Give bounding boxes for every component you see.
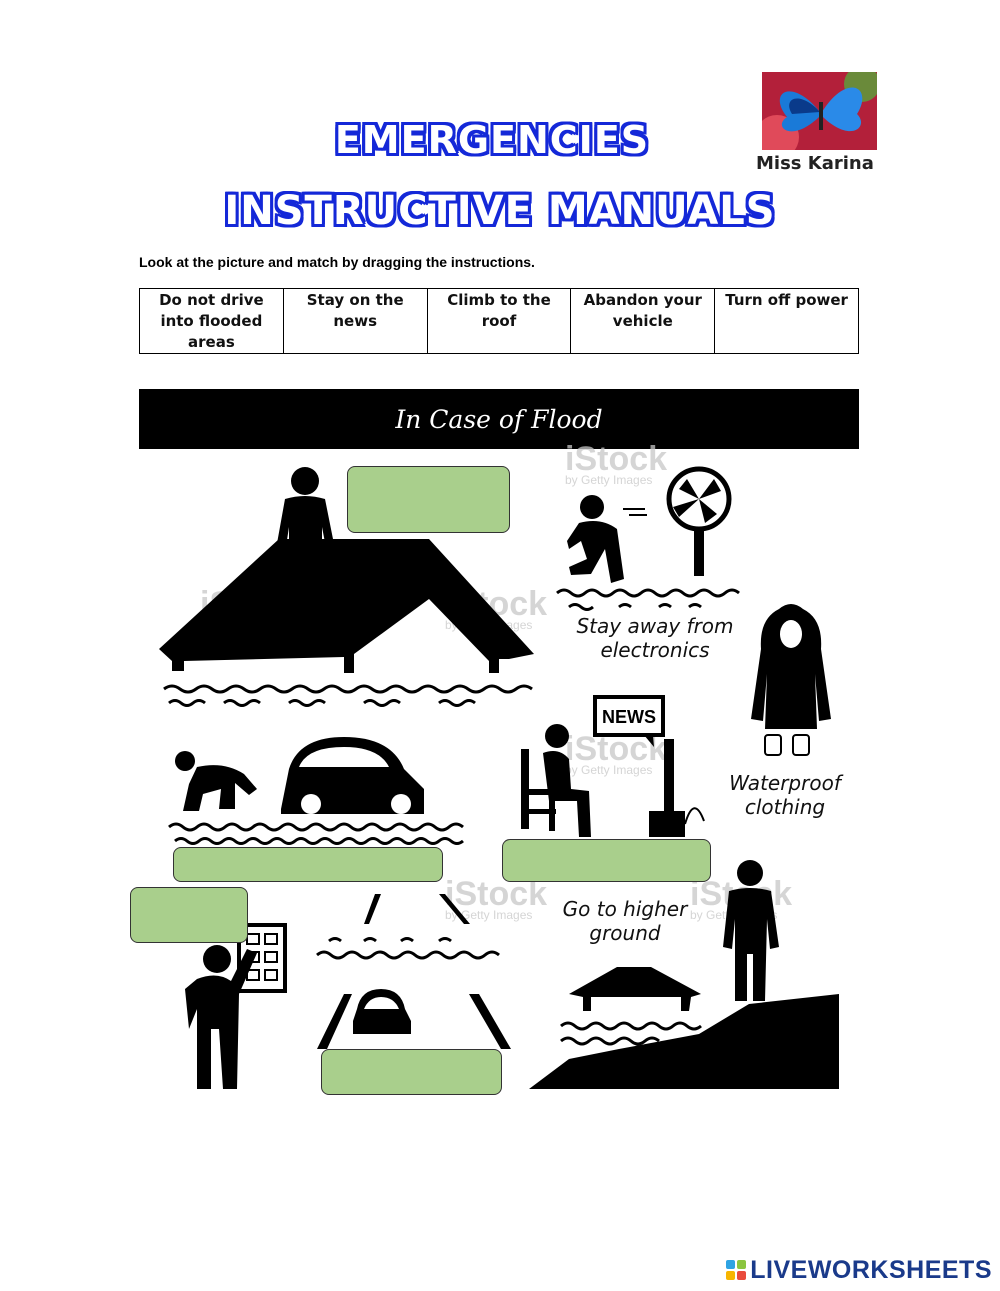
caption-electronics: Stay away from electronics: [576, 614, 734, 662]
drop-zone-vehicle[interactable]: [173, 847, 443, 882]
word-bank-item[interactable]: Climb to the roof: [426, 288, 572, 354]
word-bank-item[interactable]: Abandon your vehicle: [570, 288, 716, 354]
news-scene: [521, 695, 705, 837]
word-bank-item[interactable]: Turn off power: [714, 288, 859, 354]
liveworksheets-icon: [726, 1260, 747, 1280]
drop-zone-flooded-areas[interactable]: [321, 1049, 502, 1095]
car-scene: [175, 737, 424, 814]
title-line-2: INSTRUCTIVE MANUALS: [224, 188, 776, 234]
butterfly-photo: [762, 72, 877, 150]
drop-zone-power[interactable]: [130, 887, 248, 943]
word-bank-table: Do not drive into flooded areas Stay on …: [139, 288, 859, 354]
electronics-scene: [567, 466, 732, 583]
news-label: NEWS: [602, 707, 656, 727]
instruction-text: Look at the picture and match by draggin…: [139, 254, 535, 270]
word-bank-item[interactable]: Do not drive into flooded areas: [139, 288, 284, 354]
flood-illustration: NEWS: [159, 466, 839, 1089]
panel-header: In Case of Flood: [139, 389, 859, 449]
higher-ground-scene: [529, 860, 839, 1089]
drop-zone-roof[interactable]: [347, 466, 510, 533]
author-name: Miss Karina: [756, 153, 874, 174]
caption-higher-ground: Go to higher ground: [562, 897, 688, 945]
roof-scene: [159, 467, 534, 673]
road-scene: [317, 894, 511, 1049]
footer-brand: LIVEWORKSHEETS: [750, 1255, 992, 1284]
raincoat-figure: [751, 604, 831, 756]
word-bank-item[interactable]: Stay on the news: [282, 288, 428, 354]
title-line-1: EMERGENCIES: [334, 118, 650, 162]
caption-clothing: Waterproof clothing: [729, 771, 841, 819]
liveworksheets-logo: LIVEWORKSHEETS: [726, 1253, 992, 1287]
power-scene: [185, 923, 287, 1089]
drop-zone-news[interactable]: [502, 839, 711, 882]
